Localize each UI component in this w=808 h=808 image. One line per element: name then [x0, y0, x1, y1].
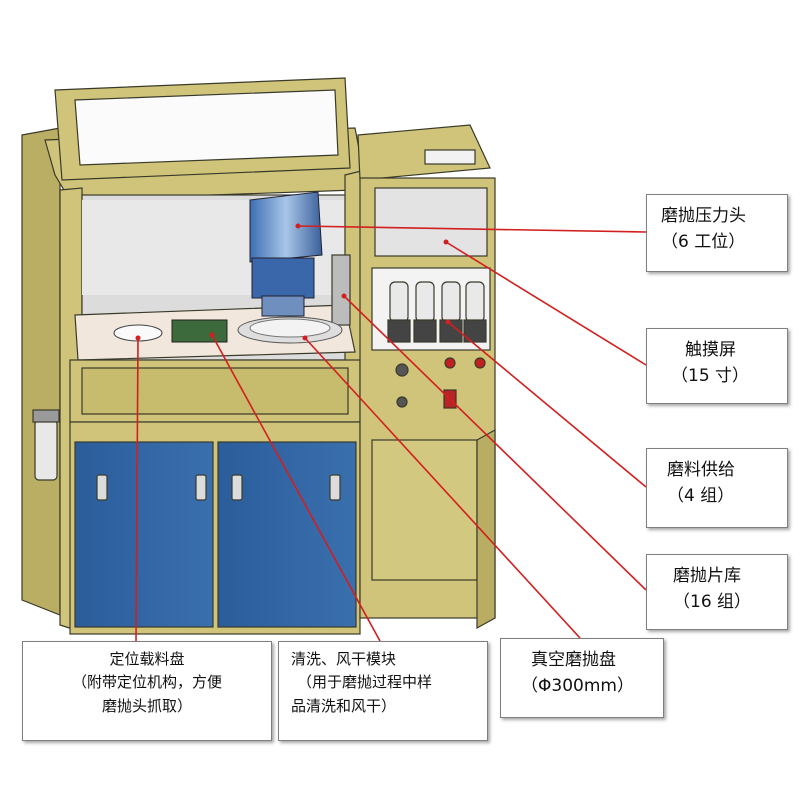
label-title: 磨抛片库: [673, 566, 741, 586]
front-rail-inset: [81, 367, 349, 415]
leader-dots: [135, 223, 451, 341]
left-side-panel: [21, 127, 61, 616]
side-bottle: [34, 419, 58, 481]
door-handle: [195, 474, 207, 501]
knob: [395, 363, 409, 377]
touch-screen: [374, 187, 488, 257]
label-abrasive: 磨料供给 （4 组）: [646, 448, 788, 528]
top-lid-window: [74, 89, 339, 166]
cleaning-module: [171, 319, 228, 343]
label-title: 触摸屏: [685, 340, 736, 360]
vacuum-disc-inner: [249, 318, 331, 338]
leader-vacuum-disc: [304, 337, 581, 639]
label-touchscreen: 触摸屏 （15 寸）: [646, 328, 788, 404]
label-sub: （15 寸）: [671, 366, 750, 387]
leader-clean-dry: [211, 334, 381, 642]
cabinet-door-left: [74, 441, 214, 628]
label-title: 磨料供给: [667, 460, 735, 480]
label-sub: （16 组）: [673, 592, 752, 613]
label-sub: 磨抛头抓取）: [101, 696, 192, 715]
label-disc-library: 磨抛片库 （16 组）: [646, 554, 788, 630]
polishing-head: [249, 191, 323, 317]
label-polish-head: 磨抛压力头 （6 工位）: [646, 194, 788, 272]
tower-bevel: [476, 428, 496, 630]
door-handle: [96, 474, 108, 501]
label-positioning-tray: 定位载料盘 （附带定位机构，方便 磨抛头抓取）: [22, 641, 272, 741]
label-title: 清洗、风干模块: [291, 650, 397, 668]
leader-lines: [135, 225, 647, 642]
label-sub: （4 组）: [667, 486, 735, 507]
indicator-light: [444, 357, 456, 369]
abrasive-bottles: [387, 281, 487, 343]
label-title: 定位载料盘: [109, 650, 185, 668]
leader-polish-head: [297, 225, 647, 233]
door-handle: [329, 474, 341, 501]
tower-top-panel: [424, 149, 476, 165]
label-sub: （Φ300mm）: [521, 676, 634, 697]
label-title: 磨抛压力头: [661, 206, 746, 226]
label-clean-dry: 清洗、风干模块 （用于磨抛过程中样 品清洗和风干）: [278, 641, 488, 741]
leader-positioning-tray: [135, 337, 139, 642]
cabinet-door-right: [217, 441, 357, 628]
leader-touchscreen: [445, 241, 647, 366]
side-bottle-cap: [32, 409, 60, 423]
label-sub: （6 工位）: [661, 232, 746, 253]
leader-abrasive: [447, 321, 647, 488]
label-sub: （附带定位机构，方便: [71, 673, 222, 692]
door-handle: [231, 474, 243, 501]
tower-lower-door: [371, 439, 478, 581]
leader-disc-library: [343, 295, 647, 591]
indicator-light: [474, 357, 486, 369]
label-sub: 品清洗和风干）: [291, 696, 397, 715]
control-tower-top: [357, 124, 491, 181]
label-sub: （用于磨抛过程中样: [297, 673, 433, 692]
knob: [396, 396, 408, 408]
machine: [21, 77, 496, 635]
label-title: 真空磨抛盘: [531, 650, 616, 670]
disc-library-rack: [331, 254, 351, 326]
label-vacuum-disc: 真空磨抛盘 （Φ300mm）: [500, 638, 664, 718]
